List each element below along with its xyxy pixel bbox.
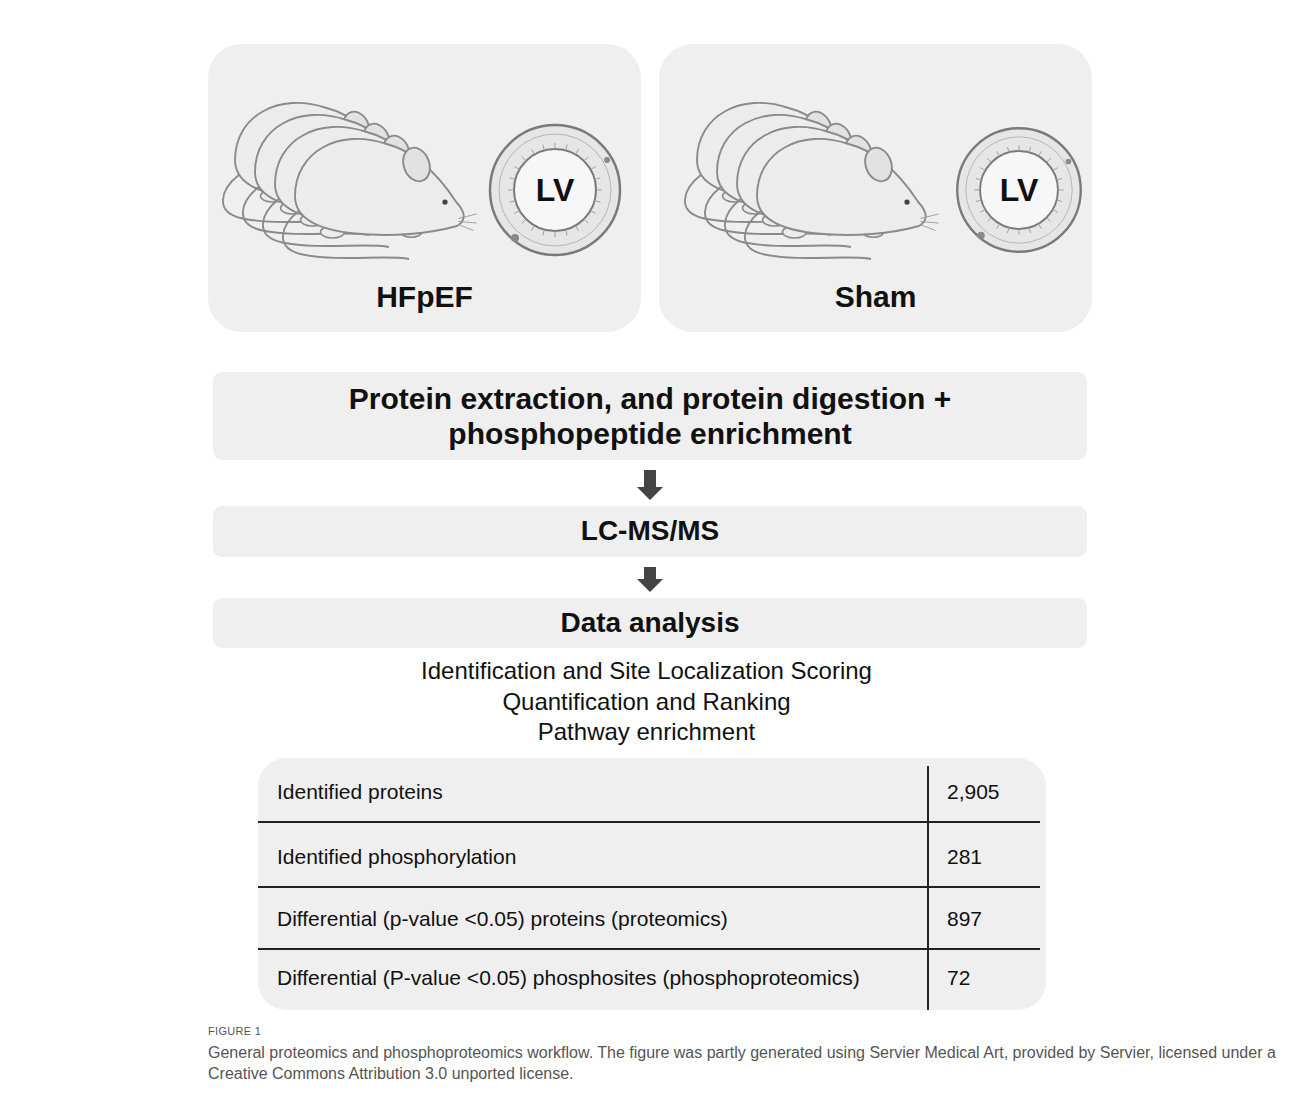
step-text: Data analysis	[561, 607, 740, 640]
table-cell: Identified proteins	[258, 779, 928, 804]
table-value: 72	[928, 965, 970, 990]
figure-number: FIGURE 1	[208, 1024, 608, 1038]
chamber-label: LV	[969, 170, 1069, 210]
table-row: Differential (P-value <0.05) phosphosite…	[258, 950, 1040, 1006]
column-rule	[927, 766, 929, 1010]
chamber-label: LV	[505, 170, 605, 210]
label-holder: Identification and Site Localization Sco…	[0, 655, 1293, 687]
table-row: Identified proteins2,905	[258, 762, 1040, 823]
table-row: Differential (p-value <0.05) proteins (p…	[258, 889, 1040, 950]
table-value: 281	[928, 844, 982, 869]
analysis-step: Quantification and Ranking	[0, 686, 1293, 718]
sham-mice	[685, 103, 939, 259]
label-holder: Pathway enrichment	[0, 716, 1293, 748]
label-holder: FIGURE 1	[208, 1024, 608, 1038]
heart-section	[957, 128, 1081, 252]
table-cell: Identified phosphorylation	[258, 844, 928, 869]
summary-table: Identified proteins2,905Identified phosp…	[258, 758, 1046, 1010]
flow-arrow	[637, 470, 663, 500]
group-panel: LV HFpEF	[208, 44, 641, 332]
process-box: LC-MS/MS	[213, 506, 1087, 557]
flow-arrow	[637, 567, 663, 592]
label-holder: Quantification and Ranking	[0, 686, 1293, 718]
hfpef-mice	[223, 103, 477, 259]
table-cell: Differential (P-value <0.05) phosphosite…	[258, 965, 928, 990]
heart-section	[490, 125, 620, 255]
group-title: HFpEF	[208, 277, 641, 317]
group-panel: LV Sham	[659, 44, 1092, 332]
analysis-step: Pathway enrichment	[0, 716, 1293, 748]
caption-holder: General proteomics and phosphoproteomics…	[208, 1042, 1278, 1084]
step-text: LC-MS/MS	[581, 515, 719, 548]
table-cell: Differential (p-value <0.05) proteins (p…	[258, 906, 928, 931]
trabeculae	[508, 143, 1064, 237]
table-value: 2,905	[928, 779, 1000, 804]
figure-caption: General proteomics and phosphoproteomics…	[208, 1042, 1278, 1084]
process-box: Protein extraction, and protein digestio…	[213, 372, 1087, 460]
table-row: Identified phosphorylation281	[258, 827, 1040, 888]
process-box: Data analysis	[213, 598, 1087, 648]
analysis-step: Identification and Site Localization Sco…	[0, 655, 1293, 687]
table-value: 897	[928, 906, 982, 931]
step-text: Protein extraction, and protein digestio…	[300, 381, 1000, 451]
group-title: Sham	[659, 277, 1092, 317]
